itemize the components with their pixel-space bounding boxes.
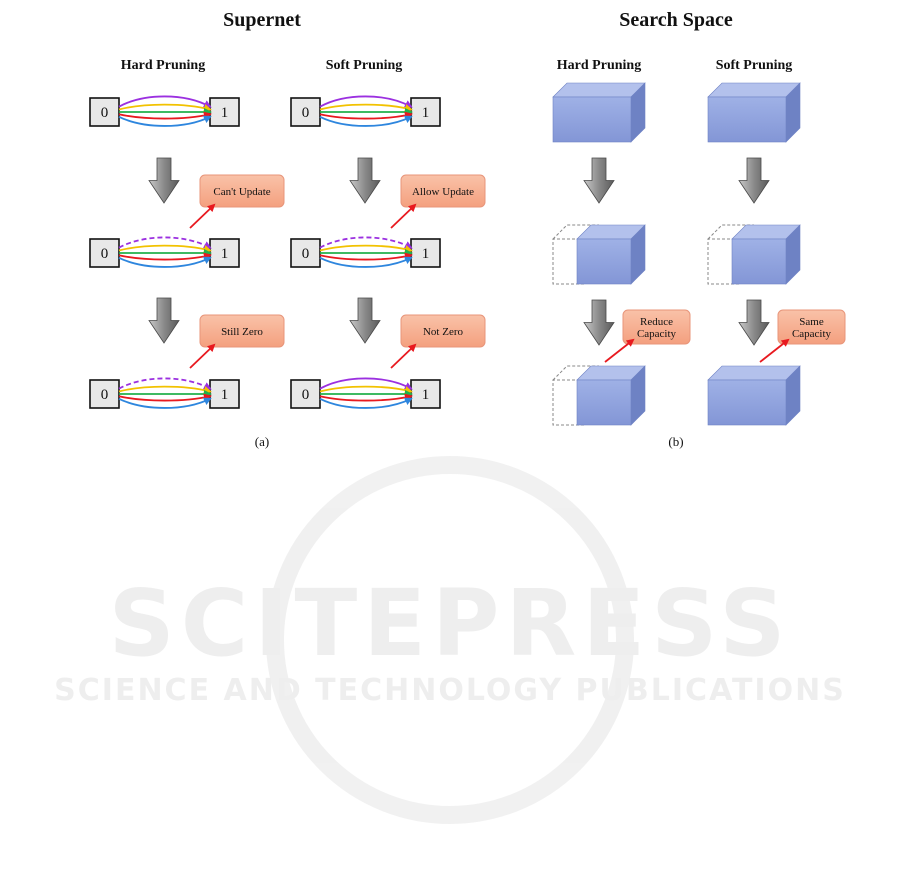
edge-red (119, 396, 210, 400)
panel-b-caption: (b) (668, 434, 683, 449)
note-label: Can't Update (213, 186, 270, 198)
cube-top-face (708, 366, 800, 380)
edge-yellow (119, 105, 210, 110)
search-space-cube-pruned (732, 225, 800, 284)
panel-a-heading-hard: Hard Pruning (121, 58, 205, 73)
down-arrow (149, 158, 179, 203)
cube-front-face (577, 239, 631, 284)
panel-b-title: Search Space (619, 9, 733, 31)
watermark-title: SCITEPRESS (108, 570, 791, 677)
panel-b-heading-hard: Hard Pruning (557, 58, 641, 73)
node-0-label: 0 (101, 246, 109, 262)
edge-red (119, 114, 210, 118)
cube-front-face (708, 97, 786, 142)
node-1-label: 1 (221, 246, 229, 262)
pointer-arrow (605, 340, 633, 362)
edge-red (320, 114, 411, 118)
node-1-label: 1 (422, 105, 430, 121)
panel-a-caption: (a) (255, 434, 269, 449)
note-label: Still Zero (221, 326, 263, 338)
annotation-note: Can't Update (200, 175, 284, 207)
panel-a-heading-soft: Soft Pruning (326, 58, 403, 73)
edge-red (320, 255, 411, 259)
note-label: Not Zero (423, 326, 464, 338)
note-label: Same (799, 316, 824, 328)
node-0-label: 0 (101, 387, 109, 403)
edge-yellow (320, 246, 411, 251)
pointer-arrow (391, 205, 415, 228)
edge-yellow (119, 246, 210, 251)
node-0-label: 0 (302, 246, 310, 262)
down-arrow (350, 298, 380, 343)
panel-b: Search Space Hard Pruning Soft Pruning R… (553, 9, 845, 449)
edge-yellow (320, 387, 411, 392)
edge-yellow (320, 105, 411, 110)
note-label: Reduce (640, 316, 673, 328)
edge-yellow (119, 387, 210, 392)
down-arrow (739, 158, 769, 203)
cube-front-face (708, 380, 786, 425)
edge-red (119, 255, 210, 259)
node-1-label: 1 (422, 246, 430, 262)
annotation-note: Allow Update (401, 175, 485, 207)
pointer-arrow (760, 340, 788, 362)
cube-top-face (553, 83, 645, 97)
panel-b-heading-soft: Soft Pruning (716, 58, 793, 73)
down-arrow (584, 300, 614, 345)
node-0-label: 0 (101, 105, 109, 121)
node-1-label: 1 (221, 387, 229, 403)
pointer-arrow (190, 345, 214, 368)
edge-red (320, 396, 411, 400)
node-0-label: 0 (302, 105, 310, 121)
node-0-label: 0 (302, 387, 310, 403)
down-arrow (584, 158, 614, 203)
note-label: Capacity (792, 328, 832, 340)
cube-front-face (553, 97, 631, 142)
annotation-note: Still Zero (200, 315, 284, 347)
search-space-cube-full (553, 83, 645, 142)
note-label: Allow Update (412, 186, 474, 198)
cube-front-face (577, 380, 631, 425)
panel-a-title: Supernet (223, 9, 301, 31)
supernet-graph: 01 (291, 378, 440, 408)
cube-front-face (732, 239, 786, 284)
search-space-cube-restored (708, 366, 800, 425)
watermark: SCITEPRESS SCIENCE AND TECHNOLOGY PUBLIC… (54, 465, 846, 815)
down-arrow (149, 298, 179, 343)
down-arrow (739, 300, 769, 345)
pointer-arrow (391, 345, 415, 368)
search-space-cube-pruned (577, 225, 645, 284)
node-1-label: 1 (221, 105, 229, 121)
pointer-arrow (190, 205, 214, 228)
node-1-label: 1 (422, 387, 430, 403)
note-label: Capacity (637, 328, 677, 340)
annotation-note: Not Zero (401, 315, 485, 347)
down-arrow (350, 158, 380, 203)
search-space-cube-reduced (577, 366, 645, 425)
watermark-subtitle: SCIENCE AND TECHNOLOGY PUBLICATIONS (54, 673, 846, 708)
cube-top-face (708, 83, 800, 97)
search-space-cube-full (708, 83, 800, 142)
